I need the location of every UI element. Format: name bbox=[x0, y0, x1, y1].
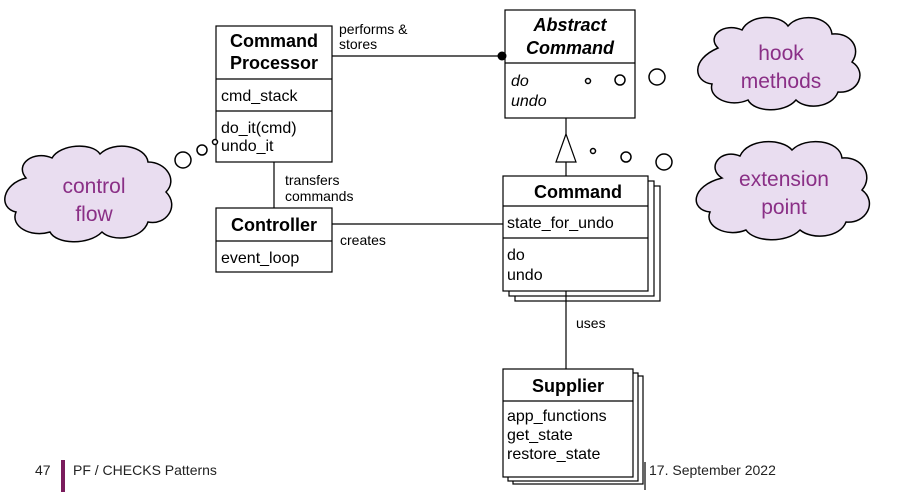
connectors bbox=[273, 51, 577, 369]
footer: 47 PF / CHECKS Patterns 17. September 20… bbox=[35, 460, 776, 492]
supplier-method: restore_state bbox=[507, 446, 600, 463]
abstract-command-title-line2: Command bbox=[526, 38, 615, 58]
controller-method: event_loop bbox=[221, 250, 299, 267]
thought-bubbles-extension bbox=[589, 147, 673, 171]
command-processor-method: do_it(cmd) bbox=[221, 120, 297, 137]
footer-title: PF / CHECKS Patterns bbox=[73, 462, 217, 478]
label-uses: uses bbox=[576, 315, 606, 331]
class-abstract-command: Abstract Command do undo bbox=[504, 9, 636, 119]
cloud-shape bbox=[4, 145, 173, 243]
cloud-shape bbox=[697, 16, 861, 111]
label-stores: stores bbox=[339, 36, 377, 52]
label-transfers: transfers bbox=[285, 172, 339, 188]
command-processor-title-line2: Processor bbox=[230, 53, 318, 73]
controller-title: Controller bbox=[231, 215, 317, 235]
callout-text: point bbox=[761, 196, 807, 219]
callout-text: methods bbox=[741, 70, 822, 93]
callout-text: control bbox=[62, 175, 125, 198]
command-method: undo bbox=[507, 267, 543, 284]
callout-extension-point: extension point bbox=[695, 140, 871, 241]
aggregation-dot-icon bbox=[497, 51, 507, 61]
command-processor-title-line1: Command bbox=[230, 31, 318, 51]
cloud-shape bbox=[695, 140, 871, 241]
generalization-arrow-icon bbox=[555, 132, 577, 163]
label-creates: creates bbox=[340, 232, 386, 248]
class-command-processor: Command Processor cmd_stack do_it(cmd) u… bbox=[215, 25, 333, 163]
command-processor-attribute: cmd_stack bbox=[221, 88, 298, 105]
footer-accent-bar bbox=[61, 460, 65, 492]
callout-text: hook bbox=[758, 42, 804, 65]
class-controller: Controller event_loop bbox=[215, 207, 333, 273]
callout-control-flow: control flow bbox=[4, 145, 173, 243]
command-title: Command bbox=[534, 182, 622, 202]
class-command: Command state_for_undo do undo bbox=[502, 175, 661, 302]
label-commands: commands bbox=[285, 188, 353, 204]
command-method: do bbox=[507, 247, 525, 264]
association-labels: performs & stores transfers commands cre… bbox=[285, 21, 606, 331]
callout-text: flow bbox=[75, 203, 113, 226]
supplier-method: app_functions bbox=[507, 408, 607, 425]
callout-hook-methods: hook methods bbox=[697, 16, 861, 111]
abstract-command-method: do bbox=[511, 73, 529, 90]
thought-bubbles-hook bbox=[584, 68, 666, 86]
thought-bubbles-control bbox=[174, 138, 219, 169]
class-supplier: s Supplier app_functions get_state resto… bbox=[502, 368, 644, 485]
supplier-method: get_state bbox=[507, 427, 573, 444]
abstract-command-title-line1: Abstract bbox=[532, 15, 607, 35]
command-attribute: state_for_undo bbox=[507, 215, 614, 232]
footer-date: 17. September 2022 bbox=[649, 462, 776, 478]
supplier-title: Supplier bbox=[532, 376, 604, 396]
label-performs: performs & bbox=[339, 21, 408, 37]
callout-text: extension bbox=[739, 168, 829, 191]
footer-page-number: 47 bbox=[35, 462, 51, 478]
command-processor-method: undo_it bbox=[221, 138, 274, 155]
abstract-command-method: undo bbox=[511, 93, 547, 110]
